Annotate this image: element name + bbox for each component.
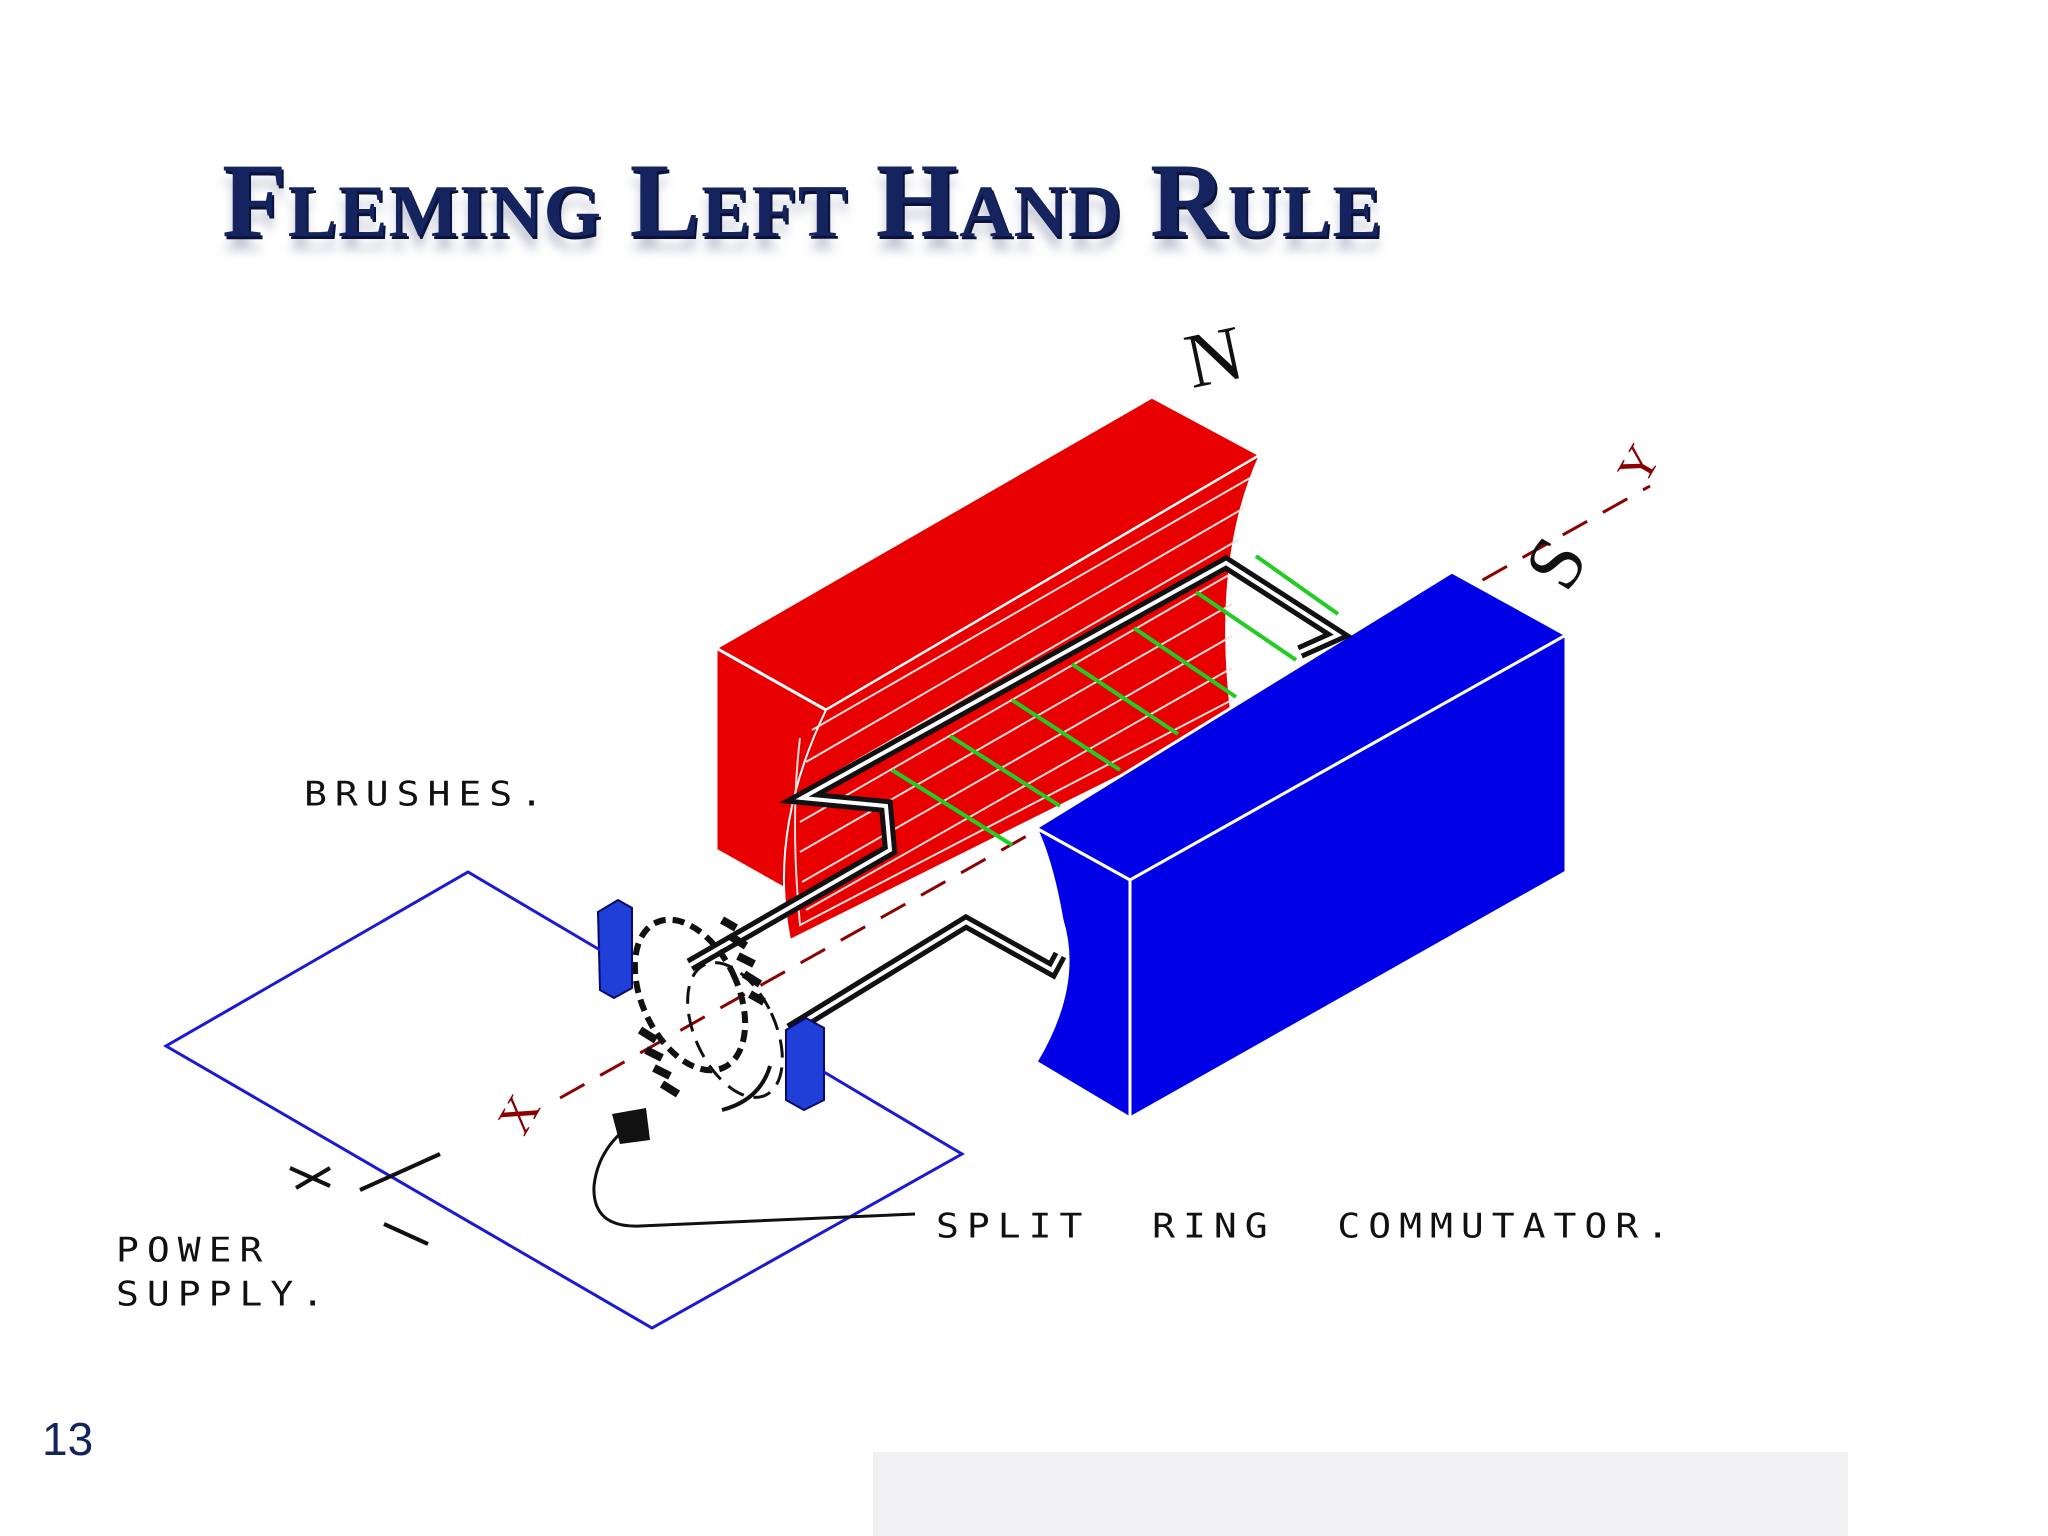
south-magnet [1032, 570, 1570, 1121]
circuit-wire [163, 870, 965, 1330]
battery-icon [289, 1152, 441, 1246]
armature-coil [686, 554, 1353, 1036]
power-supply-label-line1: POWER [116, 1230, 271, 1270]
commutator-label: SPLIT RING COMMUTATOR. [936, 1206, 1678, 1246]
axis-y-label: Y [1607, 436, 1670, 493]
power-supply-label-line2: SUPPLY. [116, 1274, 333, 1314]
footer-panel [873, 1452, 1848, 1536]
commutator-pointer [592, 1122, 916, 1228]
brush-left [596, 898, 633, 1000]
magnetic-field-lines [890, 554, 1340, 847]
brushes-label: BRUSHES. [304, 774, 552, 814]
dc-motor-diagram: X Y [163, 395, 1671, 1330]
north-magnet [712, 395, 1264, 942]
page-number: 13 [42, 1413, 94, 1465]
slide-title: Fleming Left Hand Rule [222, 142, 1383, 259]
brush-right [785, 1016, 825, 1112]
axis-x-label: X [487, 1086, 550, 1143]
split-ring-commutator [631, 916, 784, 1112]
